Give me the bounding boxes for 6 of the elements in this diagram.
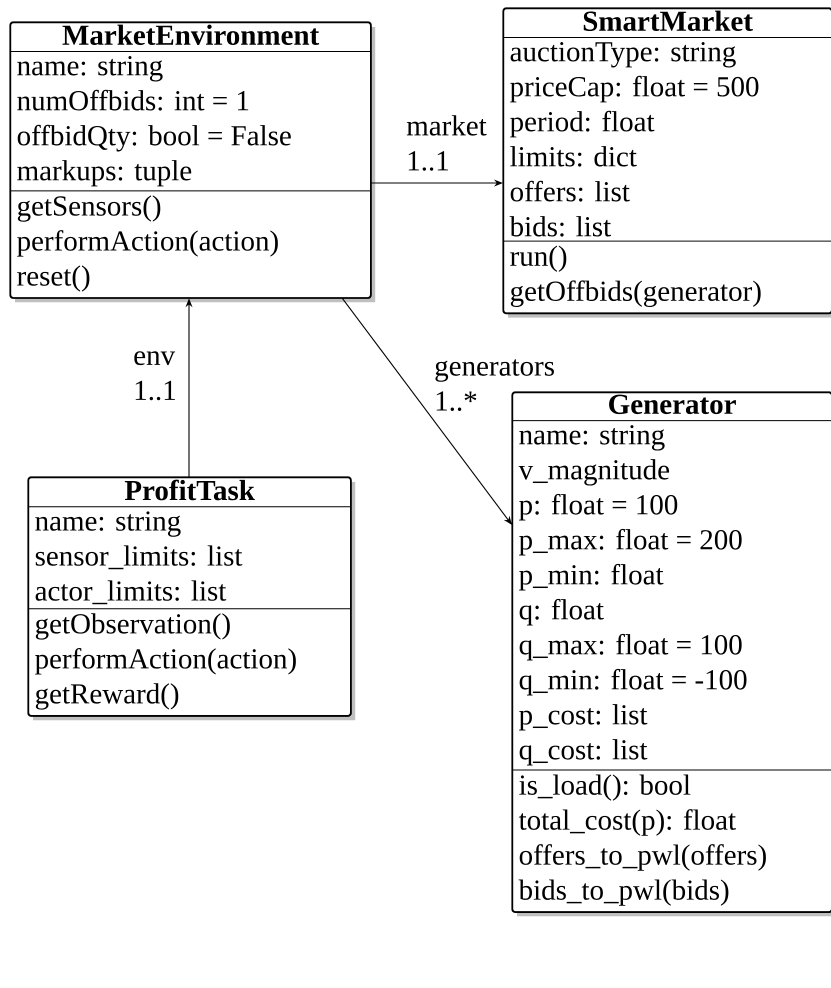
edge-label: market 1..1	[406, 115, 487, 171]
class-box: ProfitTask name: string sensor_limits: list actor_limits: list getObservation() performAction(action) getReward()	[27, 476, 356, 720]
class-box: MarketEnvironment name: string numOffbids: int = 1 offbidQty: bool = False markups: tuple getSensors() performAction(action) reset()	[9, 21, 376, 302]
class-box: Generator name: string v_magnitude p: float = 100 p_max: float = 200 p_min: float q: float q_max: float = 100 q_min: float = -100 p_cost: list q_cost: list is_load(): bool total_cost(p): float offers_to_pwl(offers) bids_to_pwl(bids)	[511, 391, 831, 916]
edge-label: env 1..1	[134, 351, 176, 400]
class-box: SmartMarket auctionType: string priceCap: float = 500 period: float limits: dict offers: list bids: list run() getOffbids(generator)	[502, 7, 831, 318]
